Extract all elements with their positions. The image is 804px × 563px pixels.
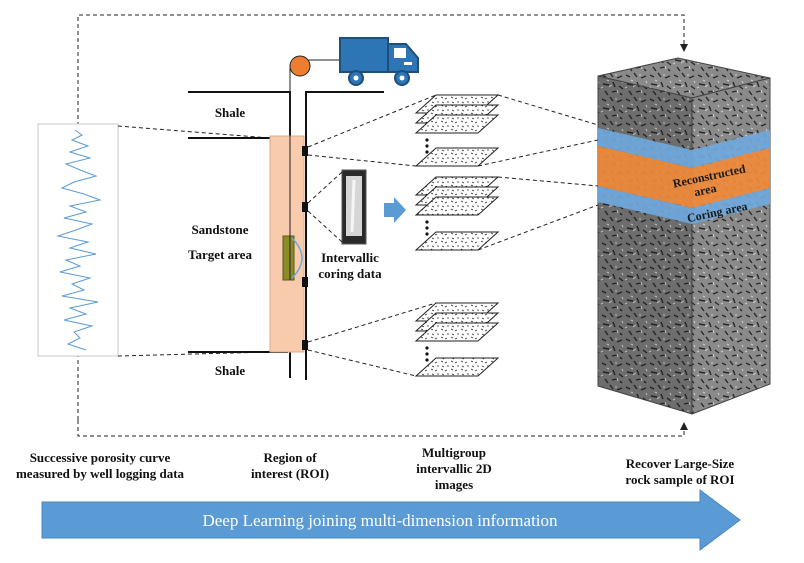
- core-sample-photo: [341, 169, 367, 245]
- intervallic-label-line2: coring data: [318, 266, 382, 281]
- core-link-top: [307, 171, 343, 204]
- caption-multigroup-line3: images: [435, 477, 473, 492]
- logging-truck-icon: [339, 37, 419, 86]
- image-stack-group-2: [414, 176, 500, 251]
- stack-link-lines: [307, 94, 599, 377]
- caption-recover-line1: Recover Large-Size: [626, 456, 735, 471]
- shale-bottom-label: Shale: [215, 363, 246, 378]
- caption-recover-line2: rock sample of ROI: [625, 472, 734, 487]
- deep-learning-banner-arrow: [41, 489, 741, 551]
- caption-multigroup-line1: Multigroup: [422, 445, 486, 460]
- caption-roi-line1: Region of: [263, 450, 317, 465]
- coring-marker-3: [302, 277, 308, 287]
- rock-block-3d: [597, 57, 771, 415]
- core-link-bottom: [307, 210, 343, 243]
- image-stack-group-3: [414, 302, 500, 377]
- image-stack-group-1: [414, 94, 500, 167]
- sandstone-label: Sandstone: [191, 222, 248, 237]
- reconstructed-area-label-line2: area: [693, 181, 718, 199]
- target-area-box: [282, 235, 295, 281]
- shale-top-label: Shale: [215, 105, 246, 120]
- caption-porosity-line1: Successive porosity curve: [30, 450, 171, 465]
- feedback-loop-dashed-arrow: [77, 14, 688, 437]
- caption-roi-line2: interest (ROI): [251, 466, 329, 481]
- porosity-curve-plot: [37, 123, 119, 357]
- coring-marker-1: [302, 146, 308, 156]
- caption-porosity-line2: measured by well logging data: [16, 466, 185, 481]
- target-area-label: Target area: [188, 247, 252, 262]
- porosity-link-top: [117, 125, 271, 139]
- coring-marker-4: [302, 340, 308, 350]
- coring-marker-2: [302, 202, 308, 212]
- banner-text: Deep Learning joining multi-dimension in…: [202, 511, 558, 530]
- target-area-bracket: [291, 237, 303, 279]
- caption-multigroup-line2: intervallic 2D: [416, 461, 491, 476]
- pulley-icon: [289, 55, 311, 77]
- intervallic-label-line1: Intervallic: [321, 250, 379, 265]
- flow-arrow-icon: [384, 197, 406, 223]
